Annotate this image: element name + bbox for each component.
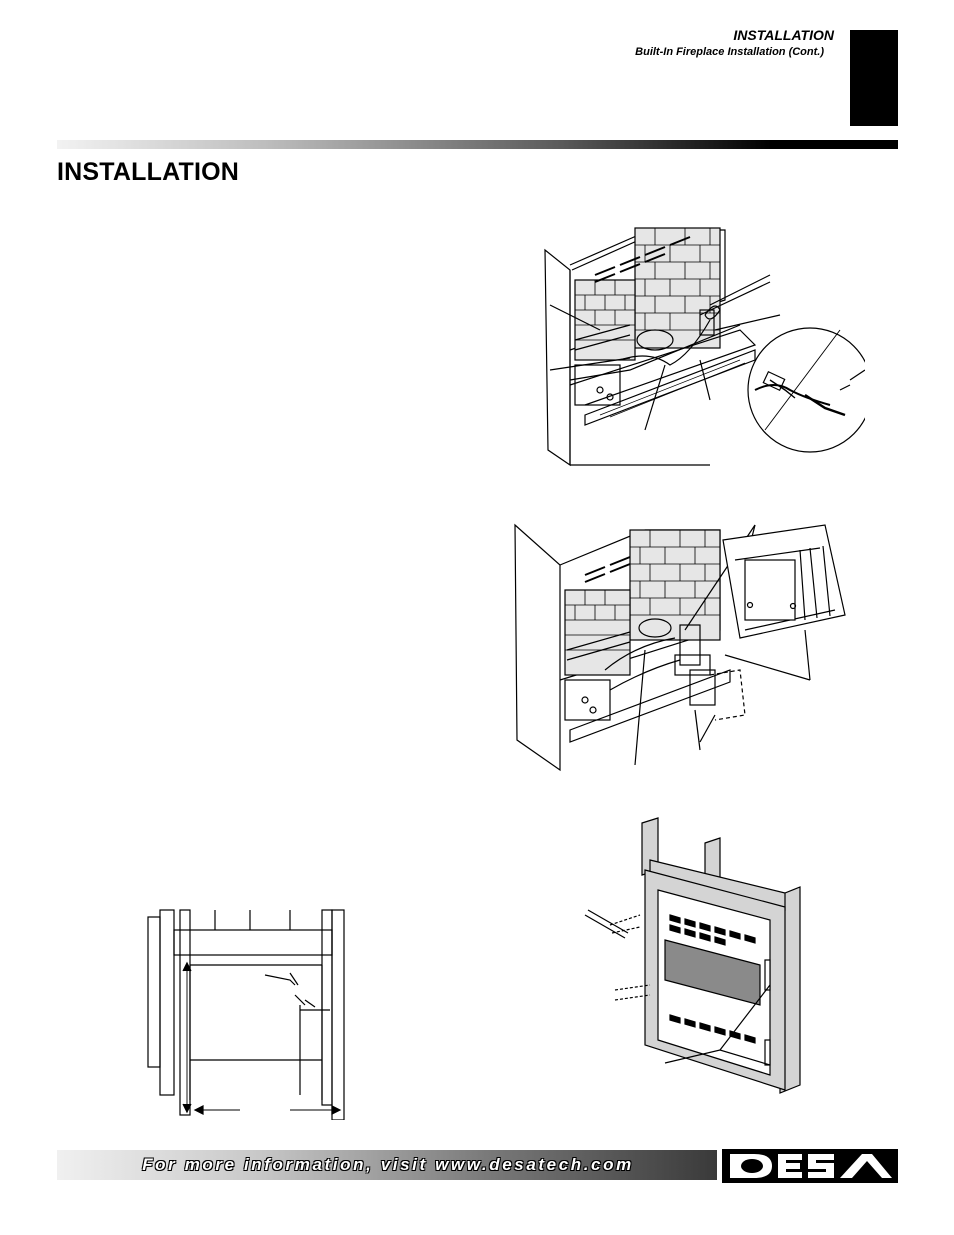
desa-logo <box>722 1149 898 1183</box>
page-tab-marker <box>850 30 898 126</box>
desa-logo-mark <box>730 1154 892 1178</box>
figure-wiring-detail <box>544 227 865 467</box>
footer-bar <box>57 1150 717 1180</box>
header-rule <box>57 140 898 149</box>
page-title: INSTALLATION <box>57 158 240 186</box>
figure-framing-dimensions <box>147 909 345 1120</box>
header-section-title: INSTALLATION <box>733 27 834 43</box>
header-subsection-title: Built-In Fireplace Installation (Cont.) <box>635 46 824 58</box>
figure-bracket-detail <box>514 523 846 772</box>
footer-website-text: For more information, visit www.desatech… <box>142 1155 634 1174</box>
figure-installed-unit <box>584 817 801 1094</box>
